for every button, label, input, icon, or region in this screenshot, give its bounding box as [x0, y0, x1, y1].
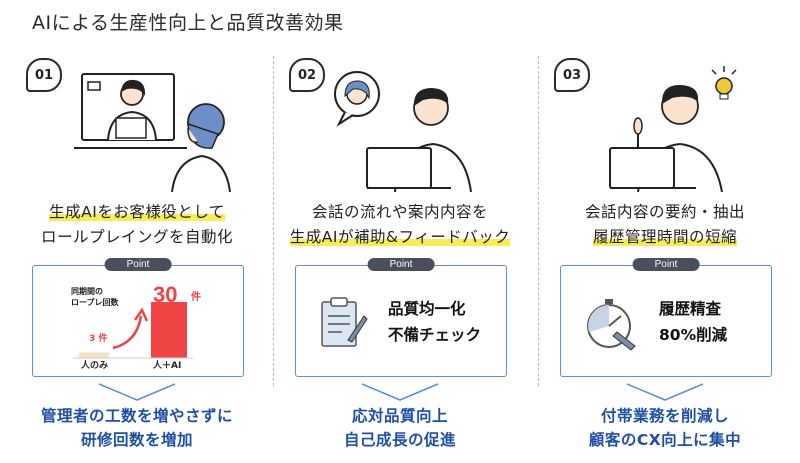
point-box: Point 履歴精査 80%削減: [560, 258, 772, 377]
card-caption: 会話の流れや案内内容を 生成AIが補助&フィードバック: [275, 200, 525, 250]
chart-title-line2: ロープレ回数: [71, 298, 119, 307]
card-result: 付帯業務を削減し 顧客のCX向上に集中: [540, 404, 790, 452]
column-divider: [273, 56, 274, 386]
value-after-number: 30: [153, 282, 178, 307]
summary-illustration: [609, 66, 737, 192]
caption-line-1: 会話の流れや案内内容を: [311, 203, 488, 221]
result-line-1: 管理者の工数を増やさずに: [40, 407, 233, 425]
point-label: Point: [104, 258, 172, 271]
column-divider: [538, 56, 539, 386]
result-line-2: 自己成長の促進: [343, 431, 456, 449]
label-after: 人＋AI: [153, 361, 182, 371]
result-line-1: 応対品質向上: [351, 407, 448, 425]
bar-after: [151, 302, 187, 358]
card-caption: 会話内容の要約・抽出 履歴管理時間の短縮: [540, 200, 790, 250]
growth-arrow-head: [133, 307, 149, 322]
growth-arrow: [112, 315, 143, 350]
card-roleplay: 01 生成AIをお客様役として ロールプレイングを自動化 Point 同期間の …: [12, 52, 262, 457]
bar-before: [79, 352, 109, 358]
box-line-2: 80%削減: [659, 326, 728, 344]
label-before: 人のみ: [81, 361, 109, 371]
card-summary: 03 会話内容の要約・抽出 履歴管理時間の短縮 Point 履歴精査 80%削減…: [540, 52, 790, 457]
chevron-down-icon: [361, 383, 439, 401]
result-line-2: 顧客のCX向上に集中: [588, 431, 742, 449]
caption-line-1: 会話内容の要約・抽出: [584, 203, 745, 221]
card-result: 応対品質向上 自己成長の促進: [275, 404, 525, 452]
step-number-badge: 03: [554, 58, 590, 92]
feedback-illustration: [334, 71, 472, 192]
box-line-1: 履歴精査: [659, 300, 722, 318]
card-feedback: 02 会話の流れや案内内容を 生成AIが補助&フィードバック Point 品質均…: [275, 52, 525, 457]
value-after-unit: 件: [191, 292, 201, 303]
chevron-down-icon: [98, 383, 176, 401]
card-result: 管理者の工数を増やさずに 研修回数を増加: [12, 404, 262, 452]
caption-line-1: 生成AIをお客様役として: [49, 203, 225, 221]
value-before: 3 件: [89, 334, 108, 344]
box-line-1: 品質均一化: [388, 300, 466, 318]
point-box: Point 同期間の ロープレ回数 3 件 30 件 人のみ 人＋AI: [32, 258, 244, 377]
chevron-down-icon: [626, 383, 704, 401]
caption-line-2: ロールプレイングを自動化: [40, 228, 233, 246]
page-title: AIによる生産性向上と品質改善効果: [32, 12, 344, 34]
roleplay-illustration: [74, 73, 231, 192]
roleplay-chart: [73, 302, 193, 359]
clipboard-icon: [321, 297, 368, 347]
point-box: Point 品質均一化 不備チェック: [295, 258, 507, 377]
point-label: Point: [367, 258, 435, 271]
chart-title-line1: 同期間の: [71, 287, 103, 296]
step-number-badge: 02: [289, 58, 325, 92]
point-label: Point: [632, 258, 700, 271]
card-caption: 生成AIをお客様役として ロールプレイングを自動化: [12, 200, 262, 250]
step-number-badge: 01: [26, 58, 62, 92]
result-line-1: 付帯業務を削減し: [600, 407, 729, 425]
caption-line-2: 生成AIが補助&フィードバック: [289, 228, 511, 246]
result-line-2: 研修回数を増加: [80, 431, 193, 449]
box-line-2: 不備チェック: [388, 326, 482, 344]
caption-line-2: 履歴管理時間の短縮: [592, 228, 737, 246]
stopwatch-icon: [587, 299, 636, 351]
